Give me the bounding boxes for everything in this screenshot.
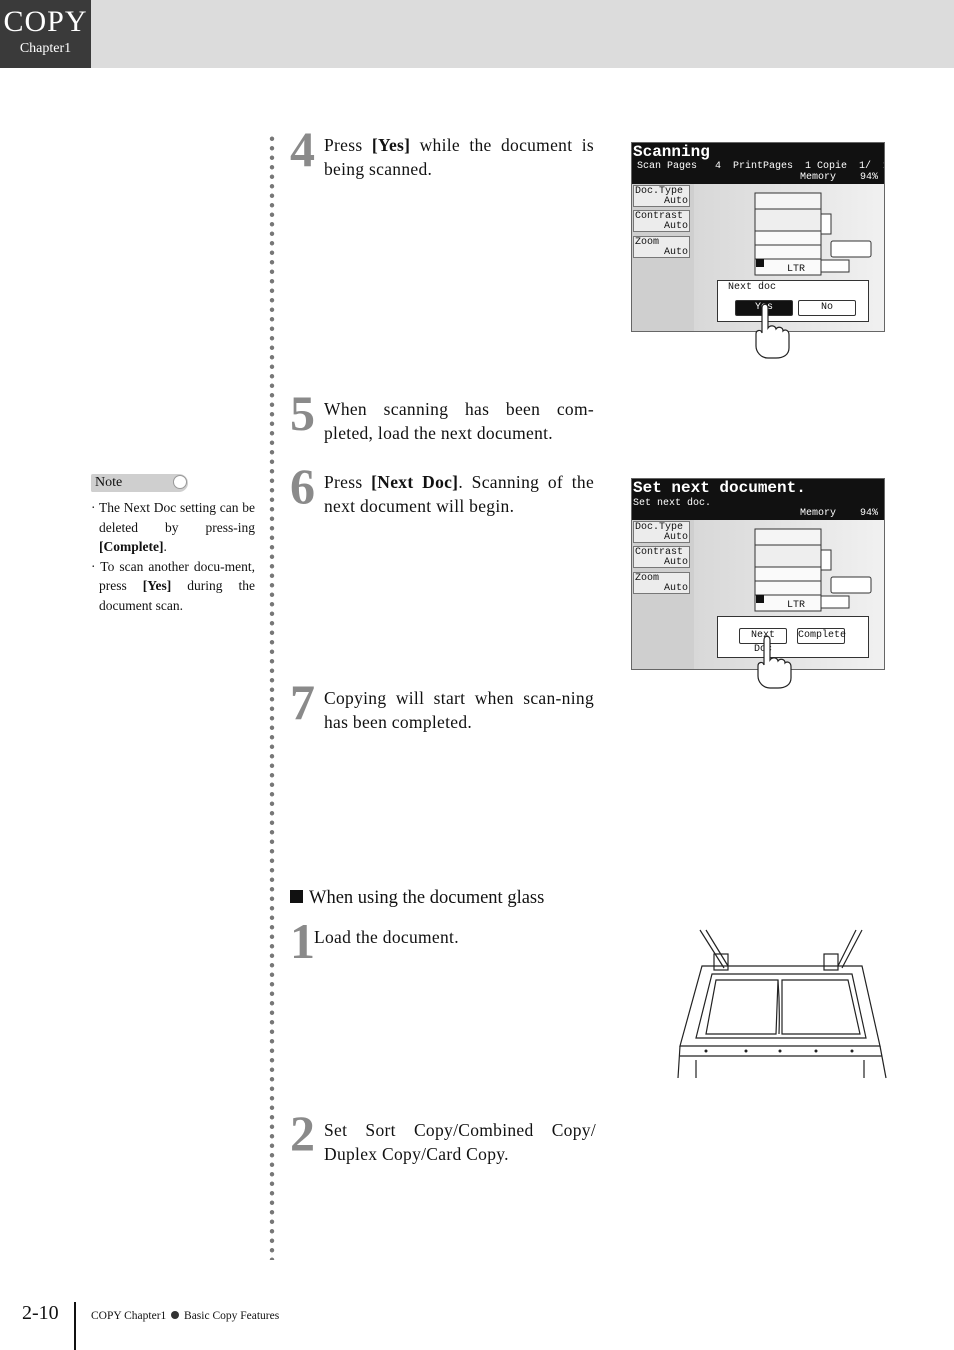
step-text: Copying will start when scan-ning has be… <box>324 688 594 732</box>
button-value: Auto <box>663 247 688 258</box>
no-button[interactable]: No <box>798 300 856 316</box>
footer-divider <box>74 1302 76 1350</box>
screen-header: Scanning Scan Pages 4 PrintPages 1 Copie… <box>632 143 884 184</box>
footer-section: Basic Copy Features <box>184 1310 280 1322</box>
button-label: Contrast <box>635 547 684 558</box>
note-item: · To scan another docu-ment, press [Yes]… <box>91 558 255 613</box>
button-value: Auto <box>663 196 688 207</box>
screen-main: LTR Next doc Yes No <box>694 184 884 331</box>
screen-memory: Memory 94% <box>799 172 878 183</box>
step-text: Press [Next Doc]. Scanning of the next d… <box>324 472 595 516</box>
note-body: · The Next Doc setting can be deleted by… <box>91 498 255 615</box>
complete-button[interactable]: Complete <box>797 628 846 644</box>
chapter-title: COPY <box>3 5 88 38</box>
screen-subtitle: Set next doc. <box>633 498 712 509</box>
step-number: 5 <box>290 385 315 441</box>
note-label: Note <box>95 475 123 490</box>
hand-pointer-icon <box>755 303 790 359</box>
next-doc-button[interactable]: Next Doc <box>739 628 787 655</box>
step-number: 6 <box>290 458 315 514</box>
footer-chapter: COPY Chapter1 <box>91 1310 167 1322</box>
copier-illustration: LTR <box>754 192 872 276</box>
hand-pointer-icon <box>757 635 792 689</box>
panel-screen-scanning: Scanning Scan Pages 4 PrintPages 1 Copie… <box>631 142 885 332</box>
screen-title: Scanning <box>633 143 710 161</box>
screen-counts: Scan Pages 4 PrintPages 1 Copie 1/ 1 <box>637 161 885 172</box>
copier-illustration: LTR <box>754 528 872 612</box>
step-text: Load the document. <box>314 927 459 947</box>
button-value: Auto <box>663 532 688 543</box>
section-heading-text: When using the document glass <box>309 888 545 908</box>
note-circle-icon <box>173 475 187 489</box>
page-number: 2-10 <box>22 1302 59 1324</box>
button-value: Auto <box>663 583 688 594</box>
panel-screen-set-next-document: Set next document. Set next doc. Memory … <box>631 478 885 670</box>
note-item: · The Next Doc setting can be deleted by… <box>91 500 255 554</box>
dotted-divider <box>268 134 276 1260</box>
step-number: 2 <box>290 1105 315 1161</box>
button-label: Contrast <box>635 211 684 222</box>
step-text: Set Sort Copy/Combined Copy/ Duplex Copy… <box>324 1120 596 1164</box>
next-doc-dialog: Next Doc Complete <box>717 616 869 658</box>
section-heading: When using the document glass <box>290 888 544 909</box>
step-text: When scanning has been com-pleted, load … <box>324 399 594 443</box>
chapter-header-band <box>0 0 954 68</box>
button-label: Doc.Type <box>635 186 684 197</box>
screen-header: Set next document. Set next doc. Memory … <box>632 479 884 520</box>
footer-running-title: COPY Chapter1 Basic Copy Features <box>91 1310 279 1322</box>
chapter-tab: COPY Chapter1 <box>0 0 91 68</box>
note-label-pill: Note <box>91 474 188 492</box>
document-glass-illustration <box>677 929 887 1079</box>
button-label: Zoom <box>635 237 660 248</box>
screen-main: LTR Next Doc Complete <box>694 520 884 669</box>
button-label: Doc.Type <box>635 522 684 533</box>
button-value: Auto <box>663 221 688 232</box>
bullet-icon <box>171 1311 180 1319</box>
next-doc-dialog: Next doc Yes No <box>717 280 869 322</box>
paper-size-label: LTR <box>787 600 805 611</box>
step-text: Press [Yes] while the document is being … <box>324 135 595 179</box>
paper-size-label: LTR <box>787 264 805 275</box>
square-bullet-icon <box>290 890 303 903</box>
step-number: 4 <box>290 121 315 177</box>
step-number: 7 <box>290 674 315 730</box>
dialog-label: Next doc <box>728 282 777 293</box>
step-number: 1 <box>290 913 315 969</box>
chapter-subtitle: Chapter1 <box>19 41 72 56</box>
button-value: Auto <box>663 557 688 568</box>
button-label: Zoom <box>635 573 660 584</box>
screen-title: Set next document. <box>633 479 806 497</box>
screen-memory: Memory 94% <box>799 508 878 519</box>
